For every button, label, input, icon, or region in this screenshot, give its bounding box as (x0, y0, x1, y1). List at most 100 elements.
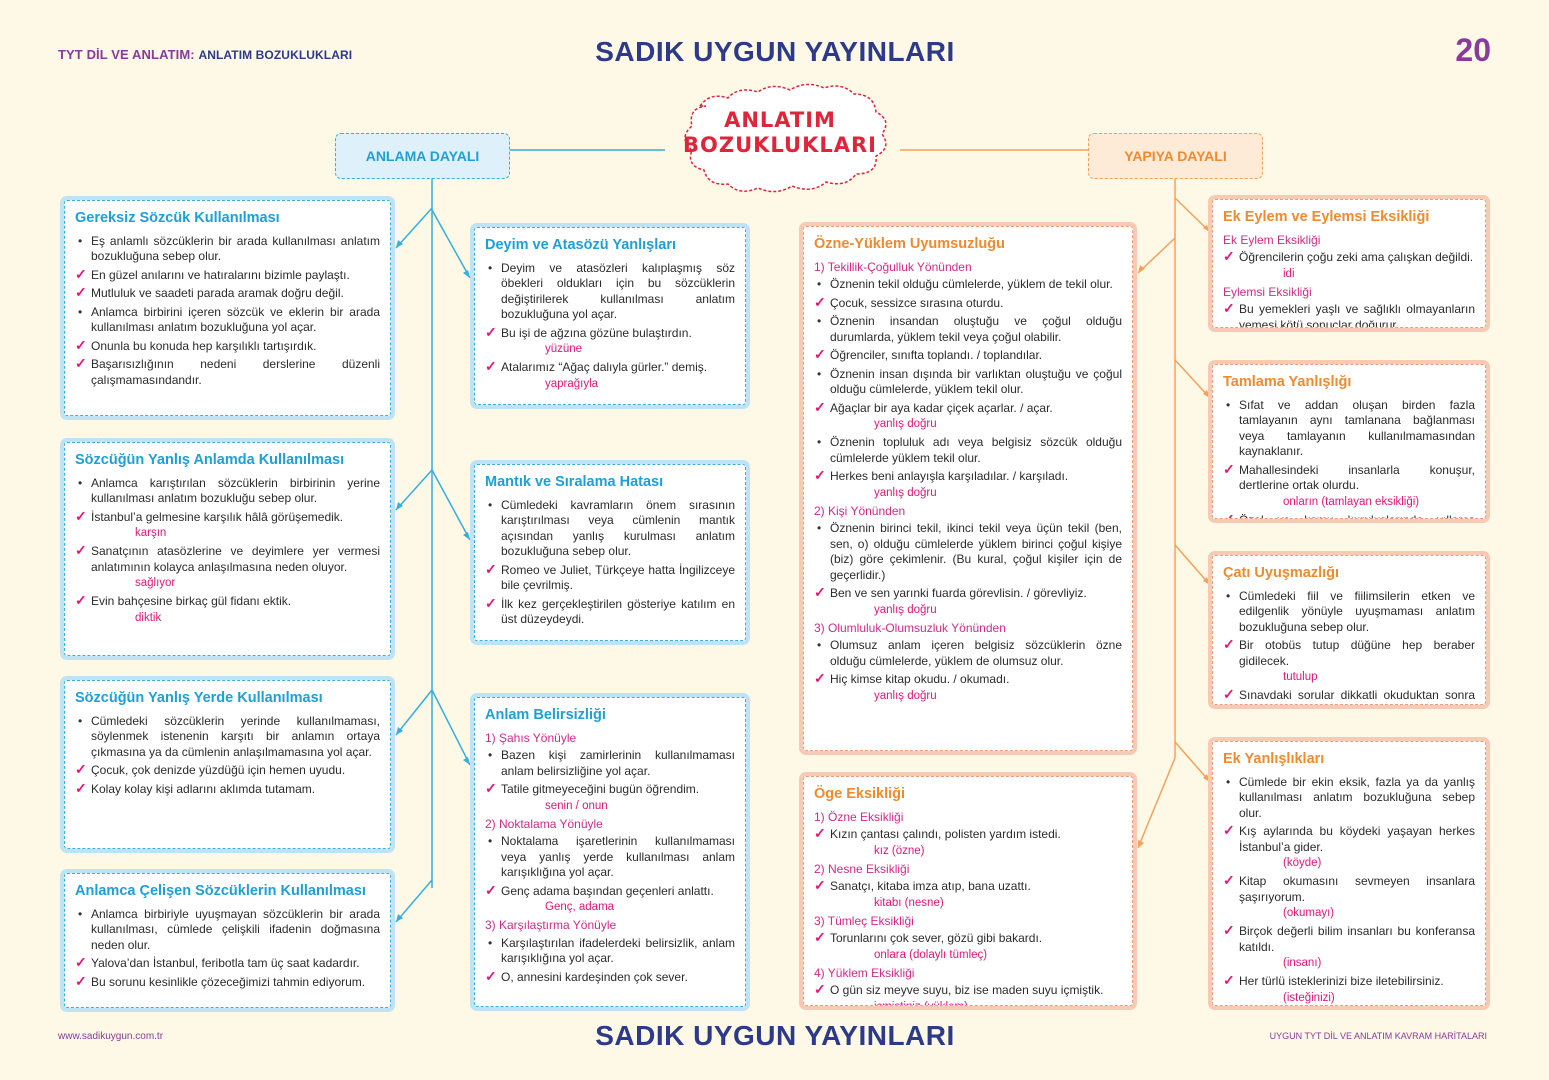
example-item: Bu yemekleri yaşlı ve sağlıklı olmayanla… (1223, 301, 1475, 327)
correction-text: karşın (135, 527, 167, 539)
page-number: 20 (1455, 32, 1491, 68)
topic-label: ANLATIM BOZUKLUKLARI (198, 48, 353, 62)
example-item: Her türlü isteklerinizi bize iletebilirs… (1223, 973, 1475, 990)
rule-item: Eş anlamlı sözcüklerin bir arada kullanı… (75, 234, 380, 265)
box-title: Çatı Uyuşmazlığı (1223, 565, 1340, 581)
example-item: Başarısızlığının nedeni derslerine düzen… (75, 356, 380, 388)
box-tamlama: Tamlama YanlışlığıSıfat ve addan oluşan … (1208, 360, 1490, 523)
example-item: Özel ve kamu kuruluşlarında yıllarca çal… (1223, 512, 1475, 519)
footer-brand: SADIK UYGUN YAYINLARI (595, 1020, 955, 1051)
example-item: Birçok değerli bilim insanları bu konfer… (1223, 923, 1475, 955)
example-item: Bu işi de ağzına gözüne bulaştırdın. (485, 325, 735, 342)
correction-text: tutulup (1283, 671, 1318, 683)
example-item: Ağaçlar bir aya kadar çiçek açarlar. / a… (814, 400, 1122, 417)
box-title: Öge Eksikliği (814, 786, 906, 802)
correction-text: yanlış doğru (874, 418, 937, 430)
box-title: Gereksiz Sözcük Kullanılması (75, 210, 280, 226)
example-item: Onunla bu konuda hep karşılıklı tartışır… (75, 338, 380, 355)
rule-item: Cümledeki fiil ve fiilimsilerin etken ve… (1223, 589, 1475, 636)
correction-text: Genç, adama (545, 901, 615, 913)
box-title: Mantık ve Sıralama Hatası (485, 474, 664, 490)
example-item: Sanatçının atasözlerine ve deyimlere yer… (75, 543, 380, 575)
rule-item: Cümledeki sözcüklerin yerinde kullanılma… (75, 714, 380, 761)
rule-item: Noktalama işaretlerinin kullanılmaması v… (485, 834, 735, 881)
correction-text: (isteğinizi) (1283, 991, 1335, 1004)
header-subject: TYT DİL VE ANLATIM: ANLATIM BOZUKLUKLARI (58, 47, 352, 62)
section-subtitle: 2) Kişi Yönünden (814, 503, 906, 518)
rule-item: Sıfat ve addan oluşan birden fazla tamla… (1223, 398, 1475, 460)
correction-text: onlara (dolaylı tümleç) (874, 948, 988, 961)
section-subtitle: 3) Tümleç Eksikliği (814, 913, 914, 928)
example-item: Öğrencilerin çoğu zeki ama çalışkan deği… (1223, 249, 1475, 266)
box-cati: Çatı UyuşmazlığıCümledeki fiil ve fiilim… (1208, 551, 1490, 709)
center-title: ANLATIM BOZUKLUKLARI (660, 108, 900, 158)
box-celisen: Anlamca Çelişen Sözcüklerin Kullanılması… (60, 869, 395, 1012)
correction-text: yanlış doğru (874, 689, 937, 702)
example-item: Öğrenciler, sınıfta toplandı. / toplandı… (814, 347, 1122, 364)
example-item: Yalova’dan İstanbul, feribotla tam üç sa… (75, 955, 380, 972)
correction-text: kız (özne) (874, 844, 925, 857)
example-item: İstanbul’a gelmesine karşılık hâlâ görüş… (75, 509, 380, 526)
box-title: Deyim ve Atasözü Yanlışları (485, 237, 677, 253)
section-subtitle: 3) Karşılaştırma Yönüyle (485, 918, 617, 932)
example-item: Kitap okumasını sevmeyen insanlara şaşır… (1223, 873, 1475, 905)
rule-item: Anlamca karıştırılan sözcüklerin birbiri… (75, 476, 380, 507)
rule-item: Anlamca birbirini içeren sözcük ve ekler… (75, 305, 380, 336)
example-item: Romeo ve Juliet, Türkçeye hatta İngilizc… (485, 562, 735, 594)
example-item: Mahallesindeki insanlarla konuşur, dertl… (1223, 462, 1475, 494)
section-subtitle: 1) Tekillik-Çoğulluk Yönünden (814, 259, 972, 274)
correction-text: yüzüne (545, 343, 583, 355)
example-item: Hiç kimse kitap okudu. / okumadı. (814, 671, 1122, 688)
center-title-line1: ANLATIM (724, 108, 836, 132)
rule-item: Deyim ve atasözleri kalıplaşmış söz öbek… (485, 261, 735, 323)
example-item: Herkes beni anlayışla karşıladılar. / ka… (814, 468, 1122, 485)
footer-series: UYGUN TYT DİL VE ANLATIM KAVRAM HARİTALA… (1269, 1031, 1487, 1041)
example-item: Mutluluk ve saadeti parada aramak doğru … (75, 285, 380, 302)
correction-text: idi (1283, 267, 1295, 280)
rule-item: Cümledeki kavramların önem sırasının kar… (485, 498, 735, 560)
box-mantik: Mantık ve Sıralama HatasıCümledeki kavra… (470, 460, 750, 645)
example-item: O, annesini kardeşinden çok sever. (485, 969, 735, 986)
section-subtitle: Ek Eylem Eksikliği (1223, 232, 1321, 247)
section-subtitle: 2) Noktalama Yönüyle (485, 816, 603, 831)
branch-yapi: YAPIYA DAYALI (1088, 133, 1263, 179)
rule-item: Öznenin topluluk adı veya belgisiz sözcü… (814, 435, 1122, 466)
example-item: O gün siz meyve suyu, biz ise maden suyu… (814, 982, 1122, 999)
example-item: Bu sorunu kesinlikle çözeceğimizi tahmin… (75, 974, 380, 991)
correction-text: içmiştiniz (yüklem) (814, 1000, 1122, 1006)
example-item: Kolay kolay kişi adlarını aklımda tutama… (75, 781, 380, 798)
correction-text: yanlış doğru (874, 486, 937, 499)
example-item: Tatile gitmeyeceğini bugün öğrendim. (485, 781, 735, 798)
correction-text: (insanı) (1283, 957, 1322, 969)
rule-item: Bazen kişi zamirlerinin kullanılmaması a… (485, 748, 735, 779)
section-subtitle: 2) Nesne Eksikliği (814, 861, 910, 876)
rule-item: Karşılaştırılan ifadelerdeki belirsizlik… (485, 936, 735, 967)
correction-text: (okumayı) (1283, 907, 1335, 919)
box-title: Ek Yanlışlıkları (1223, 751, 1325, 767)
correction-text: onların (tamlayan eksikliği) (1283, 495, 1420, 508)
correction-text: yanlış doğru (874, 603, 937, 616)
section-subtitle: Eylemsi Eksikliği (1223, 284, 1312, 299)
example-item: Kızın çantası çalındı, polisten yardım i… (814, 826, 1122, 843)
rule-item: Öznenin insan dışında bir varlıktan oluş… (814, 367, 1122, 398)
box-title: Anlam Belirsizliği (485, 707, 606, 723)
footer-url[interactable]: www.sadikuygun.com.tr (58, 1031, 164, 1042)
example-item: İlk kez gerçekleştirilen gösteriye katıl… (485, 596, 735, 628)
box-title: Sözcüğün Yanlış Anlamda Kullanılması (75, 452, 345, 468)
correction-text: diktik (135, 611, 162, 624)
example-item: Bir otobüs tutup düğüne hep beraber gidi… (1223, 637, 1475, 669)
example-item: Çocuk, çok denizde yüzdüğü için hemen uy… (75, 762, 380, 779)
correction-text: yaprağıyla (545, 377, 599, 390)
example-item: Torunlarını çok sever, gözü gibi bakardı… (814, 930, 1122, 947)
correction-text: kitabı (nesne) (874, 896, 944, 909)
box-title: Tamlama Yanlışlığı (1223, 374, 1352, 390)
example-item: En güzel anılarını ve hatıralarını bizim… (75, 267, 380, 284)
branch-anlama: ANLAMA DAYALI (335, 133, 510, 179)
section-subtitle: 4) Yüklem Eksikliği (814, 965, 915, 980)
example-item: Evin bahçesine birkaç gül fidanı ektik. (75, 593, 380, 610)
box-yanlis-yer: Sözcüğün Yanlış Yerde KullanılmasıCümled… (60, 676, 395, 853)
example-item: Kış aylarında bu köydeki yaşayan herkes … (1223, 823, 1475, 855)
rule-item: Öznenin insandan oluştuğu ve çoğul olduğ… (814, 314, 1122, 345)
